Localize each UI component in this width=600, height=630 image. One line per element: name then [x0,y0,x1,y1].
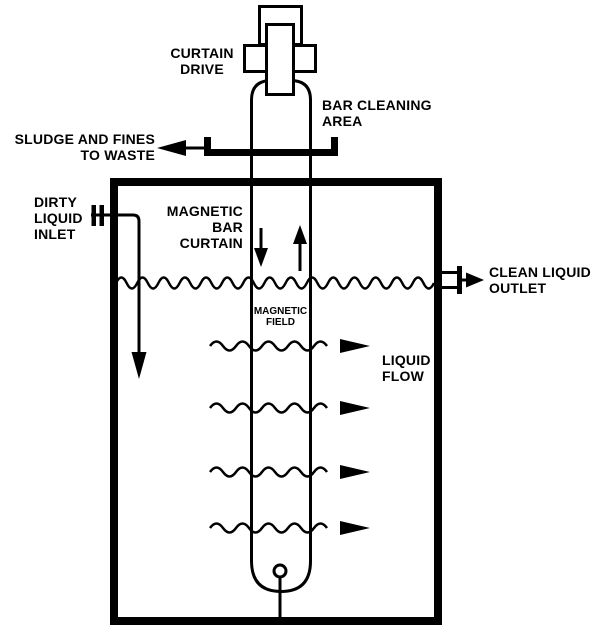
label-line: LIQUID [382,352,431,368]
liquid-flow-arrow-icon [208,465,370,479]
label-line: FLOW [382,368,425,384]
label-line: BAR [212,219,243,235]
label-line: CLEAN LIQUID [489,264,591,280]
label-dirty-liquid-inlet: DIRTY LIQUID INLET [34,194,83,242]
label-line: AREA [322,113,363,129]
label-line: MAGNETIC [253,306,308,317]
label-line: FIELD [266,317,295,328]
liquid-flow-arrow-icon [208,339,370,353]
outlet-pipe [442,266,484,294]
liquid-flow-arrow-icon [208,401,370,415]
waste-flow-arrow-icon [157,140,206,156]
sludge-trough [204,137,338,156]
curtain-down-arrow-icon [254,228,268,267]
label-line: CURTAIN [179,235,243,251]
label-magnetic-bar-curtain: MAGNETIC BAR CURTAIN [143,203,243,251]
curtain-up-arrow-icon [293,225,307,271]
label-line: MAGNETIC [166,203,243,219]
tube-bottom-pivot [272,563,288,579]
label-line: DRIVE [180,61,224,77]
label-line: OUTLET [489,280,547,296]
liquid-surface-line [114,276,436,290]
label-line: BAR CLEANING [322,97,432,113]
label-magnetic-field: MAGNETIC FIELD [251,306,310,328]
label-line: CURTAIN [170,45,234,61]
liquid-flow-arrow-icon [208,521,370,535]
curtain-drive-assembly [243,5,317,96]
curtain-tube [250,79,312,594]
tank-outline [110,178,442,625]
label-liquid-flow: LIQUID FLOW [382,352,431,384]
label-line: LIQUID [34,210,83,226]
outlet-right-arrow-icon [466,272,484,288]
label-line: TO WASTE [80,147,155,163]
label-line: SLUDGE AND FINES [14,131,155,147]
inlet-down-arrow-icon [131,352,147,379]
label-line: INLET [34,226,76,242]
inlet-pipe [91,205,147,379]
label-line: DIRTY [34,194,77,210]
label-sludge-to-waste: SLUDGE AND FINES TO WASTE [5,131,155,163]
label-bar-cleaning-area: BAR CLEANING AREA [322,97,432,129]
label-clean-liquid-outlet: CLEAN LIQUID OUTLET [489,264,591,296]
label-curtain-drive: CURTAIN DRIVE [157,45,247,77]
